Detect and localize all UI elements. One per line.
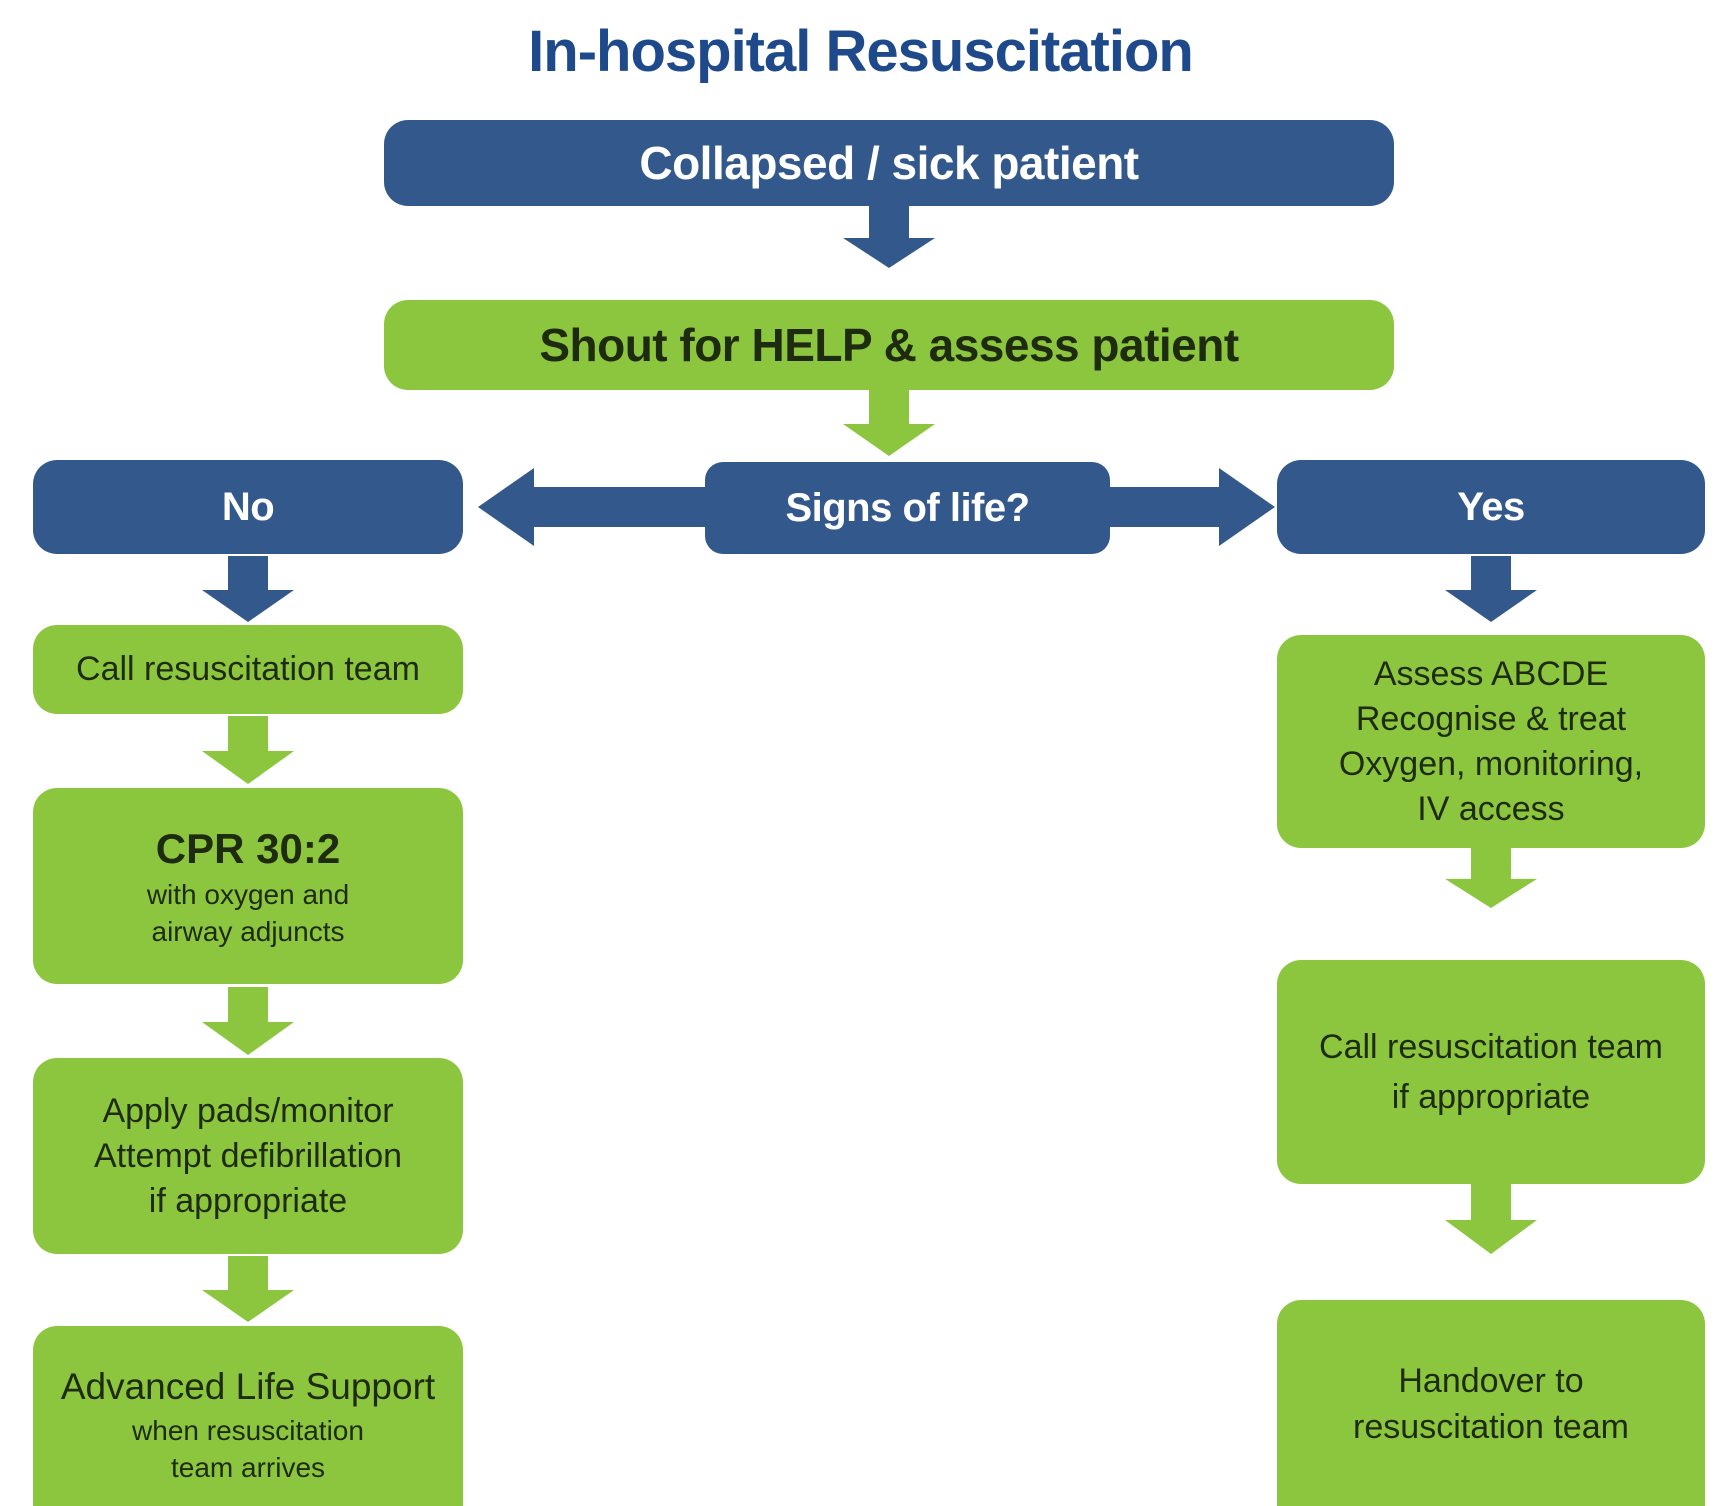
down-arrow-icon	[1445, 848, 1537, 908]
node-no: No	[33, 460, 463, 554]
node-line: if appropriate	[148, 1181, 348, 1220]
node-subline: with oxygen and	[146, 879, 350, 910]
left-arrow-icon	[478, 468, 708, 546]
node-collapsed-sick-patient: Collapsed / sick patient	[384, 120, 1394, 206]
node-advanced-life-support: Advanced Life Support when resuscitation…	[33, 1326, 463, 1506]
right-arrow-icon	[1107, 468, 1275, 546]
down-arrow-icon	[202, 1256, 294, 1322]
down-arrow-icon	[202, 987, 294, 1055]
down-arrow-icon	[202, 556, 294, 622]
node-call-resuscitation-team: Call resuscitation team	[33, 625, 463, 714]
node-label: Signs of life?	[785, 485, 1030, 530]
down-arrow-icon	[202, 716, 294, 784]
node-label: Shout for HELP & assess patient	[539, 318, 1239, 371]
node-line: Attempt defibrillation	[93, 1136, 403, 1175]
node-apply-pads-defibrillation: Apply pads/monitor Attempt defibrillatio…	[33, 1058, 463, 1254]
node-handover-to-team: Handover to resuscitation team	[1277, 1300, 1705, 1506]
node-line: resuscitation team	[1353, 1408, 1629, 1446]
down-arrow-icon	[1445, 556, 1537, 622]
node-line: Recognise & treat	[1355, 699, 1627, 738]
node-subline: team arrives	[170, 1452, 326, 1483]
node-line: Apply pads/monitor	[102, 1091, 394, 1130]
node-line: Oxygen, monitoring,	[1338, 744, 1644, 783]
node-label: Collapsed / sick patient	[639, 136, 1139, 189]
node-line: Call resuscitation team	[1319, 1028, 1663, 1066]
node-yes: Yes	[1277, 460, 1705, 554]
node-label: Call resuscitation team	[76, 650, 420, 688]
down-arrow-icon	[843, 390, 935, 456]
node-line: if appropriate	[1391, 1078, 1591, 1116]
node-line: Assess ABCDE	[1373, 654, 1609, 693]
node-subline: airway adjuncts	[151, 916, 345, 947]
node-assess-abcde: Assess ABCDE Recognise & treat Oxygen, m…	[1277, 635, 1705, 848]
down-arrow-icon	[843, 206, 935, 268]
node-shout-for-help: Shout for HELP & assess patient	[384, 300, 1394, 390]
node-line: Handover to	[1398, 1362, 1584, 1400]
page-title: In-hospital Resuscitation	[528, 19, 1194, 84]
node-title: Advanced Life Support	[60, 1366, 436, 1407]
node-subline: when resuscitation	[132, 1415, 364, 1446]
node-call-team-if-appropriate: Call resuscitation team if appropriate	[1277, 960, 1705, 1184]
down-arrow-icon	[1445, 1184, 1537, 1254]
node-cpr-30-2: CPR 30:2 with oxygen and airway adjuncts	[33, 788, 463, 984]
node-line: IV access	[1417, 789, 1565, 828]
node-title: CPR 30:2	[155, 825, 341, 872]
node-label: No	[221, 484, 275, 529]
node-signs-of-life: Signs of life?	[705, 462, 1110, 554]
node-label: Yes	[1457, 484, 1525, 529]
